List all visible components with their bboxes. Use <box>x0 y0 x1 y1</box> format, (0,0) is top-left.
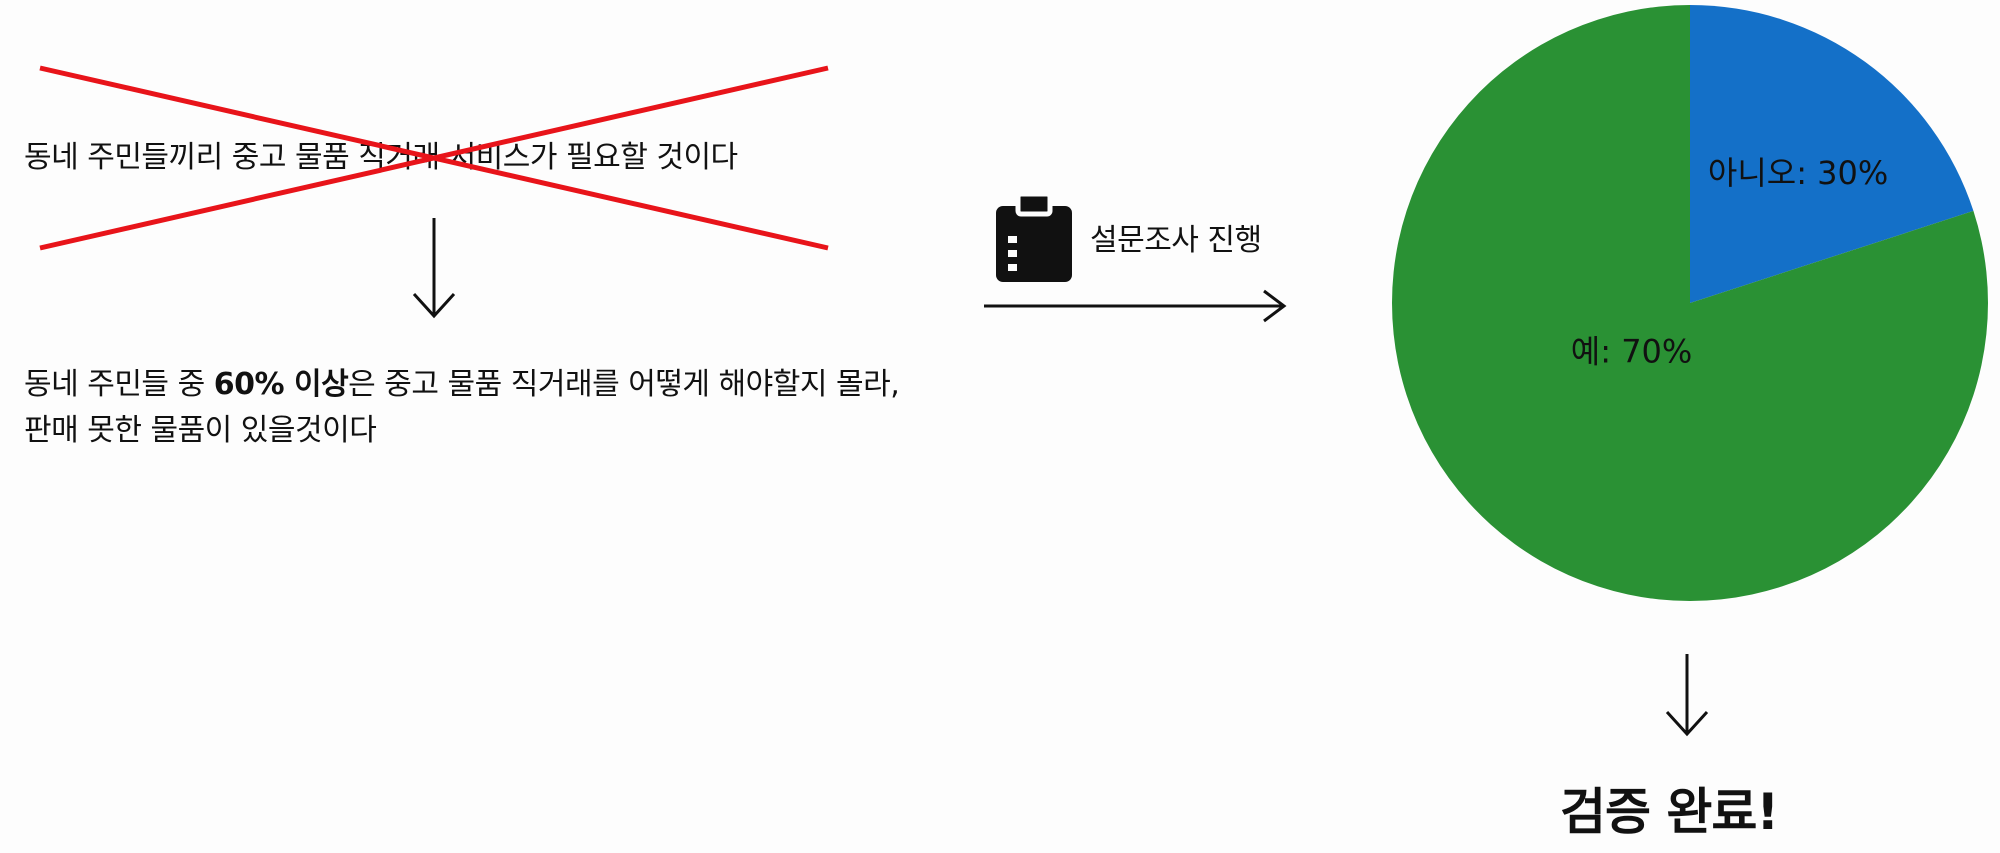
finding-prefix: 동네 주민들 중 <box>24 367 214 402</box>
pie-slice-1 <box>1392 5 1988 601</box>
pie-label-1: 예: 70% <box>1571 333 1693 371</box>
survey-label: 설문조사 진행 <box>1090 223 1262 258</box>
survey-pie-chart: 아니오: 30% 예: 70% <box>1392 5 1988 601</box>
finding-suffix: 은 중고 물품 직거래를 어떻게 해야할지 몰라, <box>348 367 900 402</box>
finding-highlight: 60% 이상 <box>213 367 349 402</box>
pie-slices <box>1392 5 1988 601</box>
clipboard-icon <box>996 194 1072 282</box>
right-arrow-icon <box>984 289 1287 323</box>
down-arrow-icon-2 <box>1665 654 1709 737</box>
pie-label-0: 아니오: 30% <box>1708 154 1888 192</box>
finding-line-2: 판매 못한 물품이 있을것이다 <box>24 413 377 448</box>
conclusion-text: 검증 완료! <box>1560 783 1779 841</box>
cross-line-2 <box>39 65 829 251</box>
pie-labels: 아니오: 30% 예: 70% <box>1571 154 1888 371</box>
finding-text: 동네 주민들 중 60% 이상은 중고 물품 직거래를 어떻게 해야할지 몰라,… <box>24 362 900 454</box>
finding-line-1: 동네 주민들 중 60% 이상은 중고 물품 직거래를 어떻게 해야할지 몰라, <box>24 362 900 408</box>
pie-slice-0 <box>1690 5 1974 303</box>
cross-out-mark <box>39 65 829 251</box>
down-arrow-icon <box>412 218 456 319</box>
